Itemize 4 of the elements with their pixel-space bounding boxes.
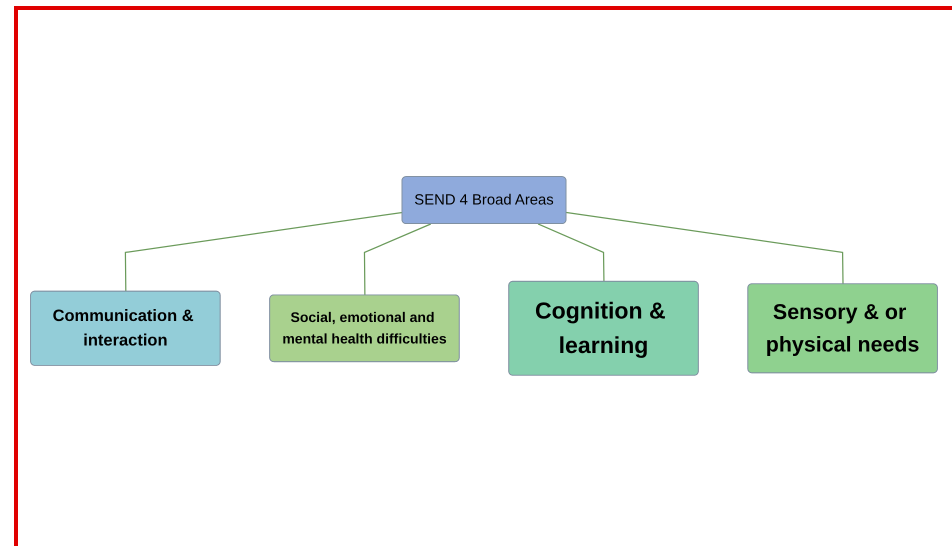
connector — [538, 224, 605, 282]
connector — [566, 212, 844, 284]
connector — [364, 224, 431, 296]
connector — [124, 212, 402, 292]
